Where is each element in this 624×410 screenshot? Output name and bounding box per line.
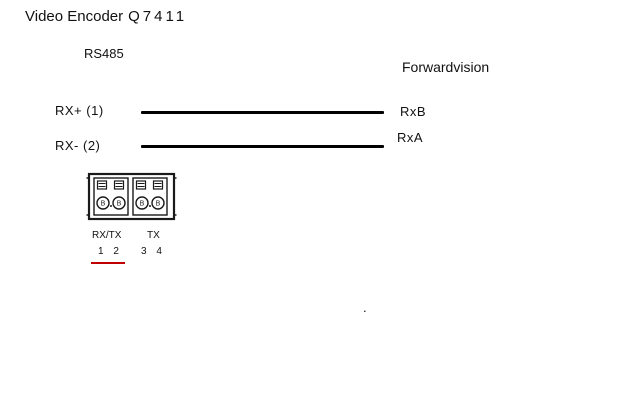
page-title-model: Q7411 [128,8,188,25]
connection-2-right-label: RxA [397,130,424,145]
port-label-tx: TX [147,230,160,241]
terminal-block-graphic: B B B B [86,172,177,221]
device-label: Forwardvision [402,59,490,75]
terminal-letter: B [117,201,122,208]
bus-label: RS485 [84,46,124,61]
terminal-letter: B [156,201,161,208]
connection-1-left-label: RX+ (1) [55,103,104,118]
terminal-letter: B [101,201,106,208]
wire-2 [141,145,384,148]
page-title-prefix: Video Encoder [25,8,124,25]
pin-highlight-underline [91,262,125,264]
port-label-rxtx: RX/TX [92,230,122,241]
terminal-module-tx: B B [132,177,168,216]
pin-numbers-group-1: 1 2 [98,246,119,257]
connection-2-left-label: RX- (2) [55,138,101,153]
terminal-letter: B [140,201,145,208]
connection-1-right-label: RxB [400,104,427,119]
pin-numbers-group-2: 3 4 [141,246,162,257]
wire-1 [141,111,384,114]
terminal-module-rxtx: B B [93,177,129,216]
stray-dot: . [363,300,367,315]
